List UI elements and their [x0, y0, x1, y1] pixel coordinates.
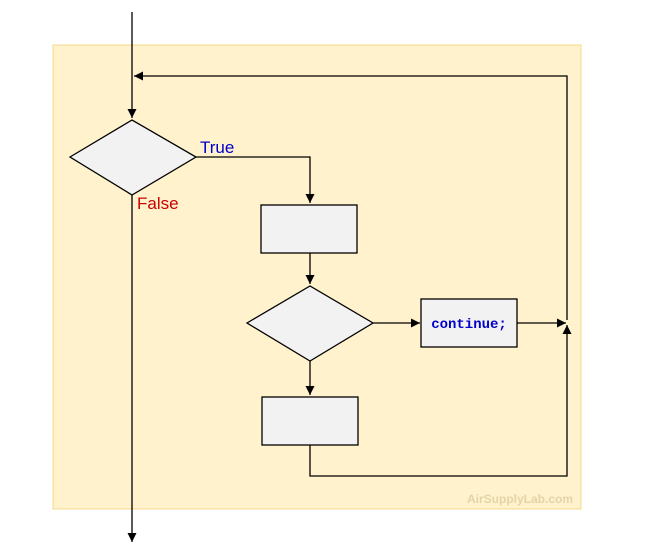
continue-box	[420, 298, 518, 348]
true-label: True	[200, 138, 234, 157]
continue-label: continue;	[431, 317, 507, 333]
true-branch-arrow	[196, 156, 315, 203]
statement-box-1	[260, 204, 358, 254]
watermark: AirSupplyLab.com	[467, 492, 573, 506]
false-label: False	[137, 194, 179, 213]
statement-to-loopback-arrow	[309, 325, 572, 477]
statement-box-2	[261, 396, 359, 446]
loop-back-arrow	[134, 71, 568, 320]
